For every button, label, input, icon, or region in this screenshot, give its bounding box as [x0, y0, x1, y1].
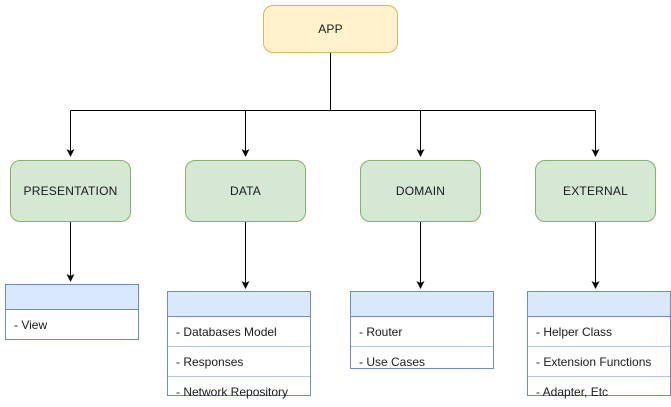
node-app[interactable]: APP: [263, 5, 398, 53]
list-presentation[interactable]: - View: [5, 284, 139, 340]
node-presentation-label: PRESENTATION: [23, 184, 118, 198]
list-item[interactable]: - Extension Functions: [528, 347, 670, 377]
list-data[interactable]: - Databases Model - Responses - Network …: [167, 291, 311, 399]
list-data-header: [168, 292, 310, 317]
list-presentation-header: [6, 285, 138, 310]
list-external-header: [528, 292, 670, 317]
list-item[interactable]: - Responses: [168, 347, 310, 377]
list-item[interactable]: - Adapter, Etc: [536, 385, 609, 399]
node-domain-label: DOMAIN: [395, 184, 446, 198]
node-domain[interactable]: DOMAIN: [360, 160, 481, 222]
list-item[interactable]: - Helper Class: [528, 317, 670, 347]
list-item[interactable]: - Databases Model: [168, 317, 310, 347]
list-item[interactable]: - Router: [351, 317, 493, 347]
list-item[interactable]: - View: [6, 310, 138, 340]
list-domain[interactable]: - Router - Use Cases: [350, 291, 494, 369]
list-domain-header: [351, 292, 493, 317]
node-external-label: EXTERNAL: [563, 184, 628, 198]
node-data-label: DATA: [229, 184, 262, 198]
list-external[interactable]: - Helper Class - Extension Functions - A…: [527, 291, 671, 399]
node-data[interactable]: DATA: [185, 160, 306, 222]
node-presentation[interactable]: PRESENTATION: [10, 160, 131, 222]
list-item[interactable]: - Use Cases: [359, 355, 426, 369]
list-item[interactable]: - Network Repository: [176, 385, 289, 399]
node-app-label: APP: [318, 22, 343, 36]
node-external[interactable]: EXTERNAL: [535, 160, 656, 222]
